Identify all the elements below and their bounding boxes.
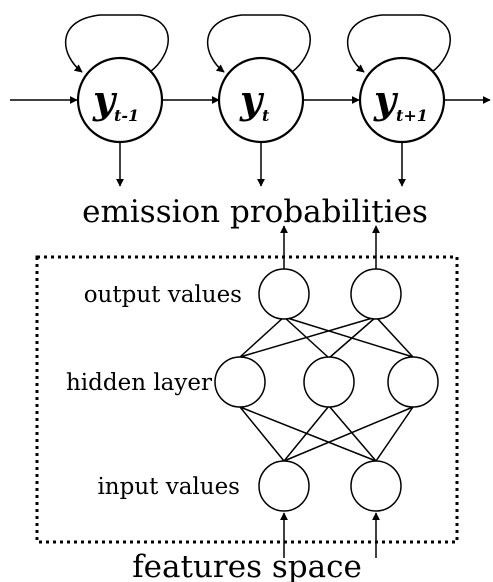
output-values-label: output values (84, 282, 242, 308)
hidden-nodes (214, 356, 439, 408)
network-connections (239, 316, 414, 462)
hidden-node-3 (387, 356, 439, 408)
input-node-1 (258, 460, 310, 512)
input-node-2 (350, 460, 402, 512)
state-node-1: y t-1 (76, 56, 164, 144)
hidden-layer-label: hidden layer (66, 370, 212, 396)
edge-hid1-in1 (239, 406, 285, 462)
edge-hid3-in2 (375, 406, 414, 462)
state-symbol: y (92, 77, 118, 122)
neural-network-box (35, 255, 459, 544)
emission-probabilities-label: emission probabilities (82, 194, 428, 230)
state-subscript: t+1 (396, 106, 428, 125)
edge-out2-hid3 (375, 316, 414, 358)
state-symbol: y (239, 77, 265, 122)
output-node-1 (258, 268, 310, 320)
edge-hid2-in2 (328, 405, 377, 462)
edge-out2-hid1 (239, 316, 377, 358)
edge-out2-hid2 (328, 316, 377, 359)
output-node-2 (350, 268, 402, 320)
edge-out1-hid1 (239, 316, 285, 358)
state-subscript: t-1 (114, 106, 139, 125)
hidden-node-2 (303, 356, 355, 408)
edge-hid1-in2 (239, 406, 377, 462)
state-node-3: y t+1 (358, 56, 446, 144)
hidden-node-1 (214, 356, 266, 408)
emission-arrows (116, 141, 406, 187)
self-loop-state-3 (346, 14, 451, 73)
self-loop-state-1 (64, 14, 169, 73)
input-arrows (280, 512, 380, 558)
state-subscript: t (262, 106, 270, 125)
state-node-2: y t (217, 56, 305, 144)
edge-hid3-in1 (283, 406, 414, 462)
edge-hid2-in1 (283, 405, 330, 462)
input-nodes (258, 460, 402, 512)
output-arrows (280, 225, 380, 270)
edge-out1-hid3 (283, 316, 414, 358)
state-nodes: y t-1 y t y t+1 (76, 56, 446, 144)
input-values-label: input values (97, 474, 240, 500)
state-symbol: y (373, 77, 399, 122)
features-space-label: features space (132, 549, 362, 582)
self-loop-state-2 (206, 14, 311, 73)
self-loops (64, 14, 451, 73)
output-nodes (258, 268, 402, 320)
